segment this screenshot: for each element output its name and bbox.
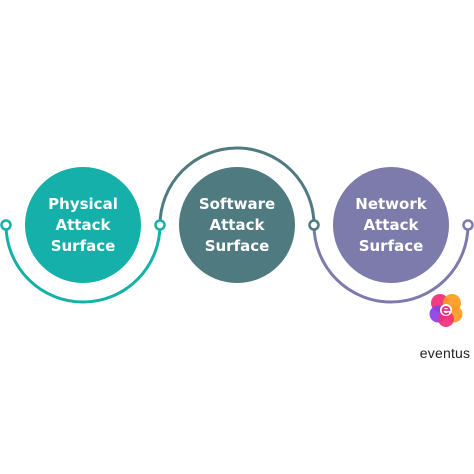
connector-dot-middle-right [308,219,320,231]
connector-arc-right [312,223,470,304]
step-circle-software [179,167,295,283]
connector-dot-left-end [0,219,12,231]
step-circle-network [333,167,449,283]
eventus-wordmark: eventus [419,345,471,361]
eventus-logo: eventus [416,292,474,362]
step-label-line-1: Software [199,195,275,213]
step-label-line-3: Surface [359,237,424,255]
eventus-logo-mark [429,294,463,327]
step-physical: Physical Attack Surface [25,167,141,283]
step-label-line-2: Attack [364,216,420,234]
step-circle-physical [25,167,141,283]
step-label-line-1: Network [355,195,427,213]
step-label-line-3: Surface [205,237,270,255]
step-label-line-1: Physical [48,195,118,213]
step-label-line-3: Surface [51,237,116,255]
connector-arc-left [4,223,162,304]
step-network: Network Attack Surface [333,167,449,283]
step-software: Software Attack Surface [179,167,295,283]
connector-dot-right-end [462,219,474,231]
step-label-line-2: Attack [56,216,112,234]
connector-arc-middle [158,146,316,227]
step-label-line-2: Attack [210,216,266,234]
connector-dot-left-middle [154,219,166,231]
